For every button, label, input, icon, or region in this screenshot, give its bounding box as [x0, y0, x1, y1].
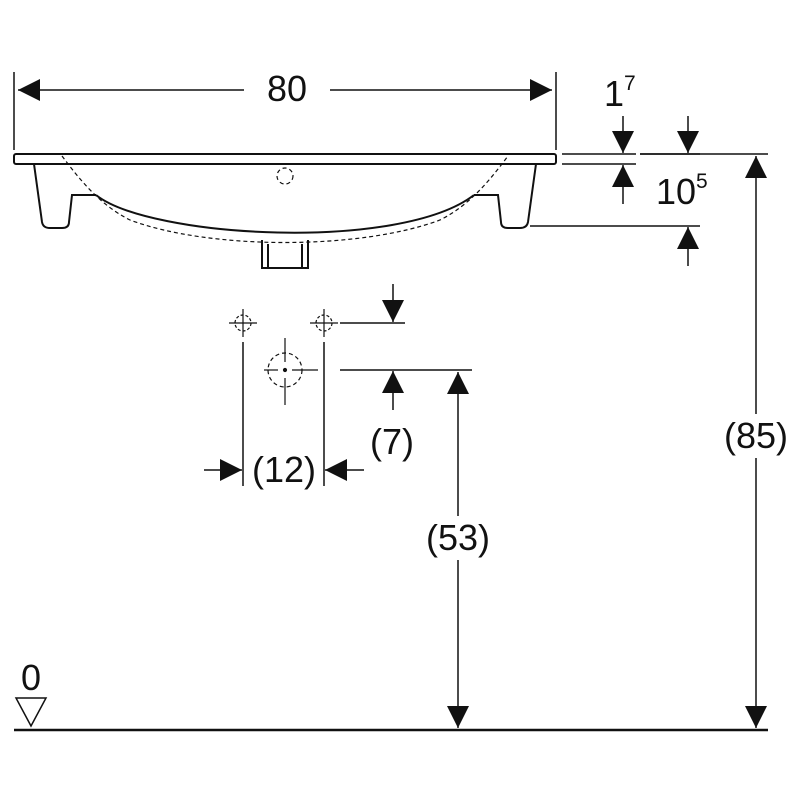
- rim-dimension: [562, 116, 636, 204]
- tap-hole-right: [310, 309, 338, 337]
- hole-positions: [229, 309, 338, 405]
- basin-bowl-underside: [95, 194, 475, 234]
- floor: [14, 697, 768, 732]
- tap-spacing-label: (12): [252, 449, 316, 490]
- tap-offset-dimension: [340, 284, 472, 410]
- depth-label: 105: [656, 170, 708, 212]
- tap-offset-label: (7): [370, 421, 414, 462]
- basin-left-leg: [33, 163, 96, 229]
- basin-right-leg: [474, 163, 537, 229]
- depth-label-sup: 5: [696, 170, 708, 193]
- depth-label-base: 10: [656, 171, 696, 212]
- rim-label-base: 1: [604, 73, 624, 114]
- basin-profile: [13, 153, 557, 269]
- width-dimension: [13, 72, 557, 150]
- floor-level-label: 0: [21, 657, 41, 698]
- mount-height-label: (53): [426, 517, 490, 558]
- basin-drain-outlet: [261, 240, 309, 269]
- hidden-lines: [61, 155, 509, 244]
- tap-hole-left: [229, 309, 257, 337]
- width-label: 80: [267, 68, 307, 109]
- overall-height-label: (85): [724, 415, 788, 456]
- fixing-hole-center: [264, 338, 318, 405]
- basin-rim: [13, 153, 557, 165]
- rim-label-sup: 7: [624, 72, 636, 95]
- overflow-hole: [276, 167, 294, 185]
- floor-level-marker: [14, 697, 48, 728]
- basin-inner-bowl: [61, 155, 509, 244]
- tap-spacing-dimension: [204, 342, 364, 486]
- rim-label: 17: [604, 72, 636, 114]
